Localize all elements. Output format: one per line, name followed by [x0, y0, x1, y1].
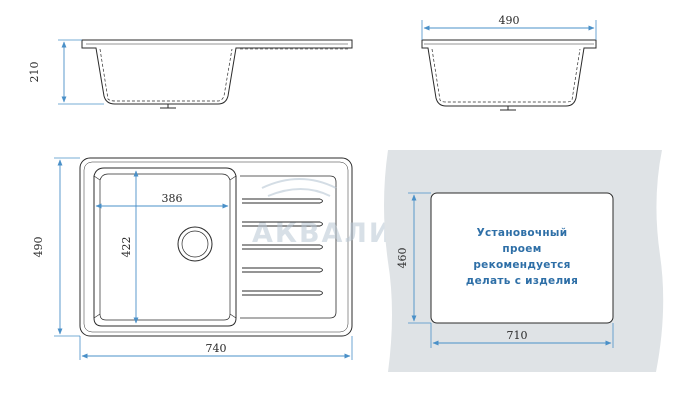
note-line-1: Установочный: [477, 227, 568, 239]
cutout-width-label: 710: [507, 329, 528, 342]
cutout-dimensions: 710 460: [396, 192, 614, 348]
note-line-3: рекомендуется: [473, 259, 570, 271]
top-view: [79, 157, 353, 337]
bowl-depth-label: 422: [120, 237, 133, 258]
note-line-4: делать с изделия: [466, 275, 578, 287]
watermark-logo: [261, 178, 337, 197]
top-width-label: 740: [206, 342, 227, 355]
top-height-label: 490: [32, 237, 45, 258]
bowl-width-label: 386: [162, 192, 183, 205]
cutout-opening: [430, 192, 614, 324]
front-view: [421, 39, 597, 111]
top-view-dimensions: 740 490 386 422: [32, 157, 353, 360]
side-view: [81, 39, 353, 109]
drainboard-grooves: [242, 198, 323, 296]
cutout-height-label: 460: [396, 248, 409, 269]
side-height-label: 210: [28, 62, 41, 83]
front-width-label: 490: [499, 14, 520, 27]
side-view-dimension: 210: [28, 39, 104, 105]
note-line-2: проем: [502, 243, 541, 255]
cutout-note: Установочный проем рекомендуется делать …: [466, 227, 578, 287]
front-view-dimension: 490: [421, 14, 597, 40]
